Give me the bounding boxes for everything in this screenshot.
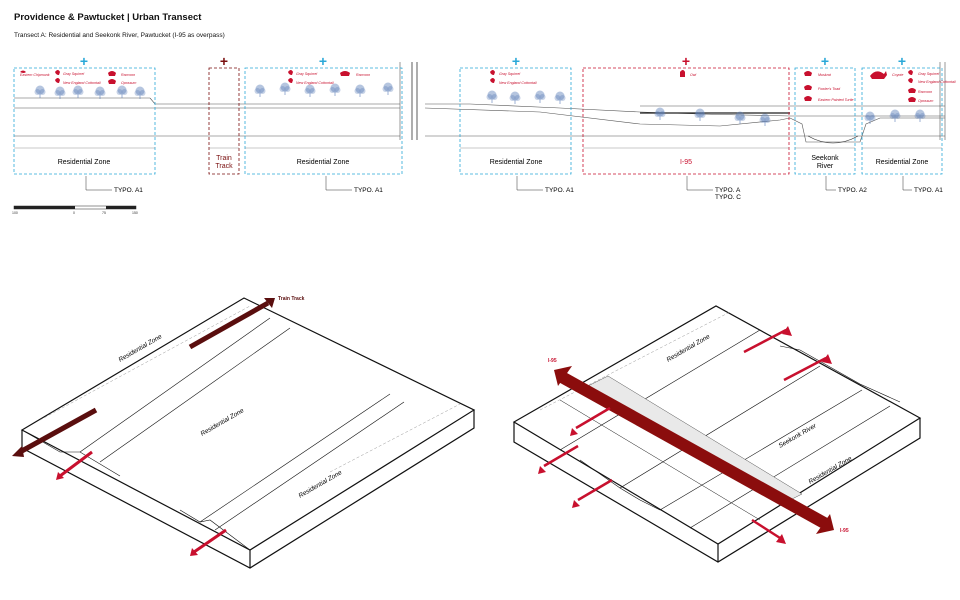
zone-label-3: Residential Zone [297,159,350,166]
iso-right-arrow-label-2: I-95 [840,528,849,534]
species-6-1: Fowler's Toad [818,87,841,91]
right-section-ground [424,62,946,144]
scale-3: 150 [132,211,138,215]
species-4-1: New England Cottontail [499,81,537,85]
page-title: Providence & Pawtucket | Urban Transect [14,12,202,23]
zone-label-4: Residential Zone [490,159,543,166]
species-4-0: Gray Squirrel [499,72,520,76]
zone-box-residential-2 [244,67,403,175]
iso-block-left [20,297,476,569]
typo-label-3: TYPO. A1 [545,187,574,194]
species-1-0: Eastern Chipmunk [20,73,50,77]
page-subtitle: Transect A: Residential and Seekonk Rive… [14,32,225,39]
scale-0: 100 [12,211,18,215]
typo-label-6: TYPO. A1 [914,187,943,194]
train-track-arrows [12,298,275,556]
typo-label-1: TYPO. A1 [114,187,143,194]
species-3-0: Gray Squirrel [296,72,317,76]
species-1-4: Opossum [121,81,136,85]
zone-box-residential-4 [861,67,943,175]
species-1-2: New England Cottontail [63,81,101,85]
positive-sign-3: + [319,53,327,69]
scale-1: 0 [73,211,75,215]
zone-box-i95 [582,67,790,175]
iso-right-arrow-label-1: I-95 [548,358,557,364]
species-7-1: Gray Squirrel [918,72,939,76]
species-1-3: Raccoon [121,73,135,77]
typo-label-5: TYPO. A2 [838,187,867,194]
species-1-1: Gray Squirrel [63,72,84,76]
species-7-3: Raccoon [918,90,932,94]
zone-box-residential-3 [459,67,572,175]
zone-label-7: Residential Zone [876,159,929,166]
zone-boxes [13,67,943,175]
positive-sign-2: + [220,53,228,69]
typo-label-2: TYPO. A1 [354,187,383,194]
positive-sign-5: + [682,53,690,69]
species-7-0: Coyote [892,73,903,77]
species-3-2: Raccoon [356,73,370,77]
zone-box-train-track [208,67,240,175]
species-7-4: Opossum [918,99,933,103]
iso-left-arrow-label: Train Track [278,296,305,302]
i95-cross-arrows [538,326,832,544]
zone-box-residential-1 [13,67,156,175]
positive-sign-1: + [80,53,88,69]
positive-sign-4: + [512,53,520,69]
positive-sign-7: + [898,53,906,69]
species-7-2: New England Cottontail [918,80,956,84]
zone-box-seekonk [794,67,856,175]
zone-label-1: Residential Zone [58,159,111,166]
species-3-1: New England Cottontail [296,81,334,85]
species-6-0: Muskrat [818,73,832,77]
zone-label-5: I-95 [680,159,692,166]
scale-2: 75 [102,211,106,215]
scale-bar: 100 0 75 150 [12,205,138,215]
species-5-0: Owl [690,73,696,77]
positive-sign-6: + [821,53,829,69]
overpass-deck [554,366,834,534]
iso-block-right [512,305,922,563]
species-6-2: Eastern Painted Turtle [818,98,854,102]
species-labels: Eastern Chipmunk Gray Squirrel New Engla… [20,70,956,103]
